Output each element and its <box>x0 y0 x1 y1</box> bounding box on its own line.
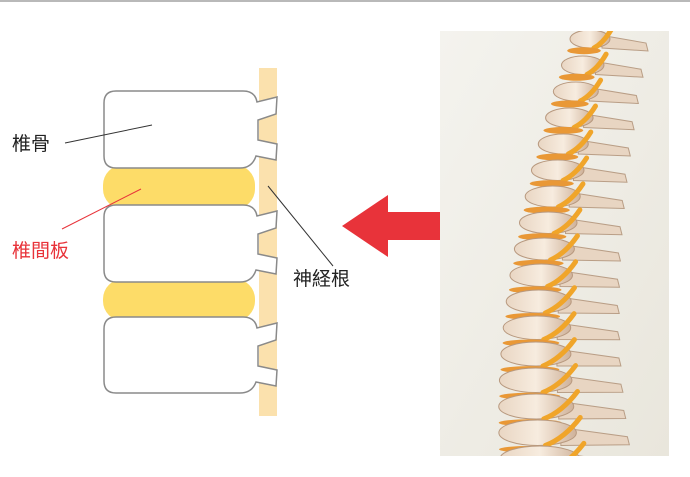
vertebra-label: 椎骨 <box>12 133 50 155</box>
model-disc <box>536 154 578 161</box>
nerve-leader-line <box>268 186 333 266</box>
model-disc <box>551 100 589 107</box>
vertebra-middle <box>104 205 277 282</box>
spine-model-illustration <box>440 31 669 456</box>
intervertebral-disc-lower <box>103 279 255 321</box>
intervertebral-disc-upper <box>103 165 255 209</box>
spine-model-photo <box>440 31 669 456</box>
model-disc <box>567 47 601 54</box>
nerve-root-label: 神経根 <box>293 268 350 290</box>
model-disc <box>559 74 595 81</box>
vertebra-lower <box>104 317 277 393</box>
nerve-root-column <box>259 68 277 416</box>
disc-label: 椎間板 <box>12 240 69 262</box>
left-arrow-icon <box>342 195 452 257</box>
model-disc <box>543 127 583 134</box>
